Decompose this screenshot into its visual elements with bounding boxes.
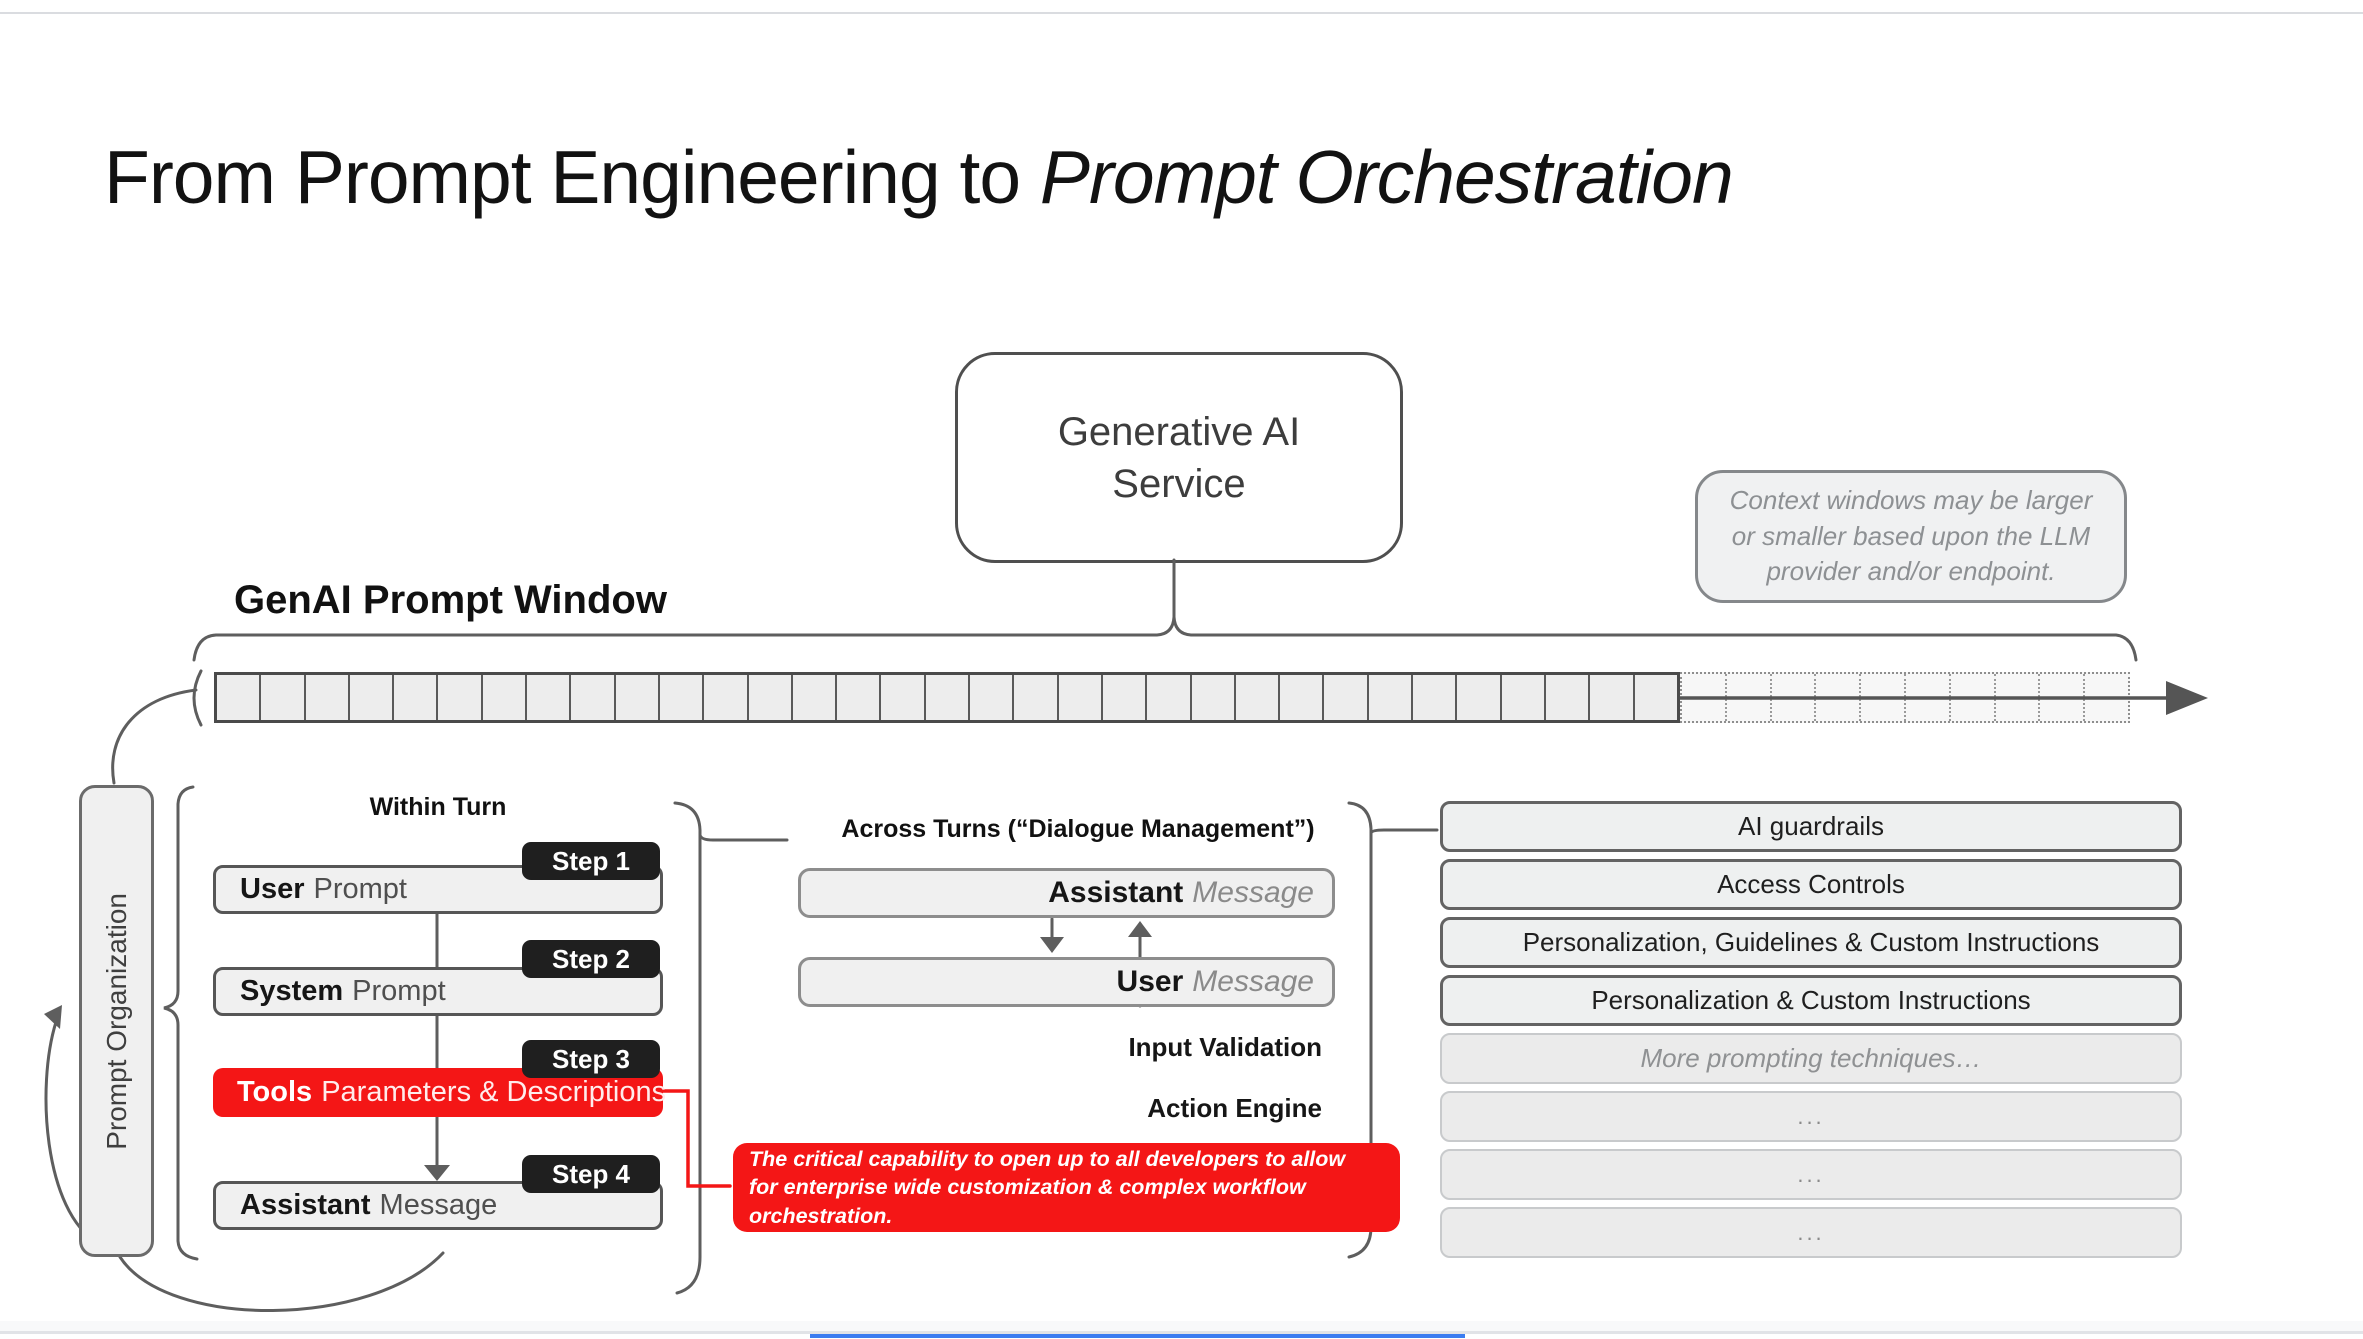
token-cell — [1499, 675, 1544, 720]
token-cell — [1366, 675, 1411, 720]
rc-ellipsis-2: ... — [1440, 1149, 2182, 1200]
rc-ellipsis-1: ... — [1440, 1091, 2182, 1142]
token-cell — [480, 675, 525, 720]
assistant-row-bold: Assistant — [240, 1189, 371, 1221]
rc-ai-guardrails: AI guardrails — [1440, 801, 2182, 852]
dialogue-assistant-bold: Assistant — [1048, 876, 1184, 909]
token-cell — [1543, 675, 1588, 720]
dialogue-user-bold: User — [1116, 965, 1184, 998]
input-validation-label: Input Validation — [1128, 1032, 1322, 1062]
token-strip-solid — [214, 672, 1680, 723]
assistant-row-rest: Message — [379, 1189, 498, 1221]
token-cell — [1145, 675, 1189, 720]
token-cell — [1100, 675, 1145, 720]
token-cell — [259, 675, 303, 720]
token-cell — [1632, 675, 1677, 720]
prompt-organization-box: Prompt Organization — [79, 785, 154, 1257]
token-cell — [436, 675, 480, 720]
token-cell — [1322, 675, 1366, 720]
token-cell — [303, 675, 348, 720]
assistant-message-row: Assistant Message — [213, 1181, 663, 1230]
rc-personalization-guidelines: Personalization, Guidelines & Custom Ins… — [1440, 917, 2182, 968]
token-cell — [657, 675, 702, 720]
critical-capability-callout: The critical capability to open up to al… — [733, 1143, 1400, 1232]
token-cell — [525, 675, 569, 720]
page-title: From Prompt Engineering to Prompt Orches… — [104, 134, 1734, 220]
system-prompt-rest: Prompt — [352, 975, 446, 1007]
system-prompt-bold: System — [240, 975, 344, 1007]
step-4-badge: Step 4 — [522, 1155, 660, 1193]
title-italic: Prompt Orchestration — [1039, 135, 1734, 219]
context-note-text: Context windows may be larger or smaller… — [1729, 484, 2093, 587]
token-cell — [1012, 675, 1056, 720]
token-cell — [790, 675, 835, 720]
feedback-swoop-arc — [118, 1251, 445, 1312]
prompt-window-label: GenAI Prompt Window — [234, 578, 667, 622]
dialogue-assistant-italic: Message — [1192, 876, 1314, 909]
assistant-to-user-arrowhead — [1040, 937, 1064, 953]
rc-personalization-custom: Personalization & Custom Instructions — [1440, 975, 2182, 1026]
genai-line1: Generative AI — [1057, 409, 1301, 454]
within-turn-brace-tick — [698, 833, 789, 842]
user-prompt-bold: User — [240, 873, 305, 905]
action-engine-label: Action Engine — [1147, 1093, 1322, 1123]
rc-access-controls: Access Controls — [1440, 859, 2182, 910]
token-cell — [613, 675, 658, 720]
token-cell — [347, 675, 392, 720]
callout-line3: orchestration. — [749, 1203, 893, 1228]
strip-left-paren — [192, 669, 203, 727]
token-cell — [746, 675, 791, 720]
token-cell — [879, 675, 923, 720]
tools-rest: Parameters & Descriptions — [321, 1076, 667, 1108]
token-cell — [1056, 675, 1101, 720]
genai-line2: Service — [1112, 461, 1246, 506]
bracket-left-half — [192, 558, 1176, 662]
token-cell — [702, 675, 746, 720]
user-prompt-rest: Prompt — [313, 873, 407, 905]
token-cell — [923, 675, 968, 720]
org-brace — [163, 785, 199, 1261]
dialogue-assistant-box: Assistant Message — [798, 868, 1335, 918]
feedback-arrowhead — [44, 1005, 62, 1029]
org-to-strip-arc — [111, 688, 198, 785]
token-cell — [968, 675, 1012, 720]
dialogue-user-italic: Message — [1192, 965, 1314, 998]
within-turn-brace — [673, 801, 702, 1295]
within-turn-header: Within Turn — [369, 793, 507, 821]
dialogue-user-box: User Message — [798, 957, 1335, 1007]
rc-ellipsis-3: ... — [1440, 1207, 2182, 1258]
prompt-organization-label: Prompt Organization — [100, 892, 132, 1150]
slide-bottom-band — [0, 1321, 2363, 1334]
token-cell — [835, 675, 879, 720]
bracket-right-half — [1172, 615, 2138, 662]
across-turns-header: Across Turns (“Dialogue Management”) — [841, 815, 1315, 843]
across-turns-brace-tick — [1369, 828, 1439, 835]
generative-ai-service-box: Generative AI Service — [955, 352, 1403, 563]
user-to-assistant-arrowhead — [1128, 921, 1152, 937]
callout-line2: for enterprise wide customization & comp… — [749, 1175, 1306, 1200]
slide-top-border — [0, 12, 2363, 14]
callout-line1: The critical capability to open up to al… — [749, 1146, 1346, 1171]
token-cell — [392, 675, 436, 720]
step-3-badge: Step 3 — [522, 1040, 660, 1078]
token-cell — [1455, 675, 1499, 720]
token-cell — [1278, 675, 1322, 720]
token-cell — [1189, 675, 1234, 720]
token-cell — [1588, 675, 1632, 720]
rc-more-techniques: More prompting techniques… — [1440, 1033, 2182, 1084]
step-1-badge: Step 1 — [522, 842, 660, 880]
callout-connector — [658, 1089, 732, 1188]
step-2-badge: Step 2 — [522, 940, 660, 978]
across-turns-brace — [1347, 801, 1373, 1259]
token-cell — [1411, 675, 1455, 720]
context-window-note: Context windows may be larger or smaller… — [1695, 470, 2127, 603]
token-cell — [1233, 675, 1278, 720]
step-flow-arrowhead — [424, 1165, 450, 1181]
bottom-blue-line — [810, 1334, 1465, 1338]
tools-bold: Tools — [237, 1076, 313, 1108]
title-regular: From Prompt Engineering to — [104, 135, 1040, 219]
token-cell — [569, 675, 613, 720]
